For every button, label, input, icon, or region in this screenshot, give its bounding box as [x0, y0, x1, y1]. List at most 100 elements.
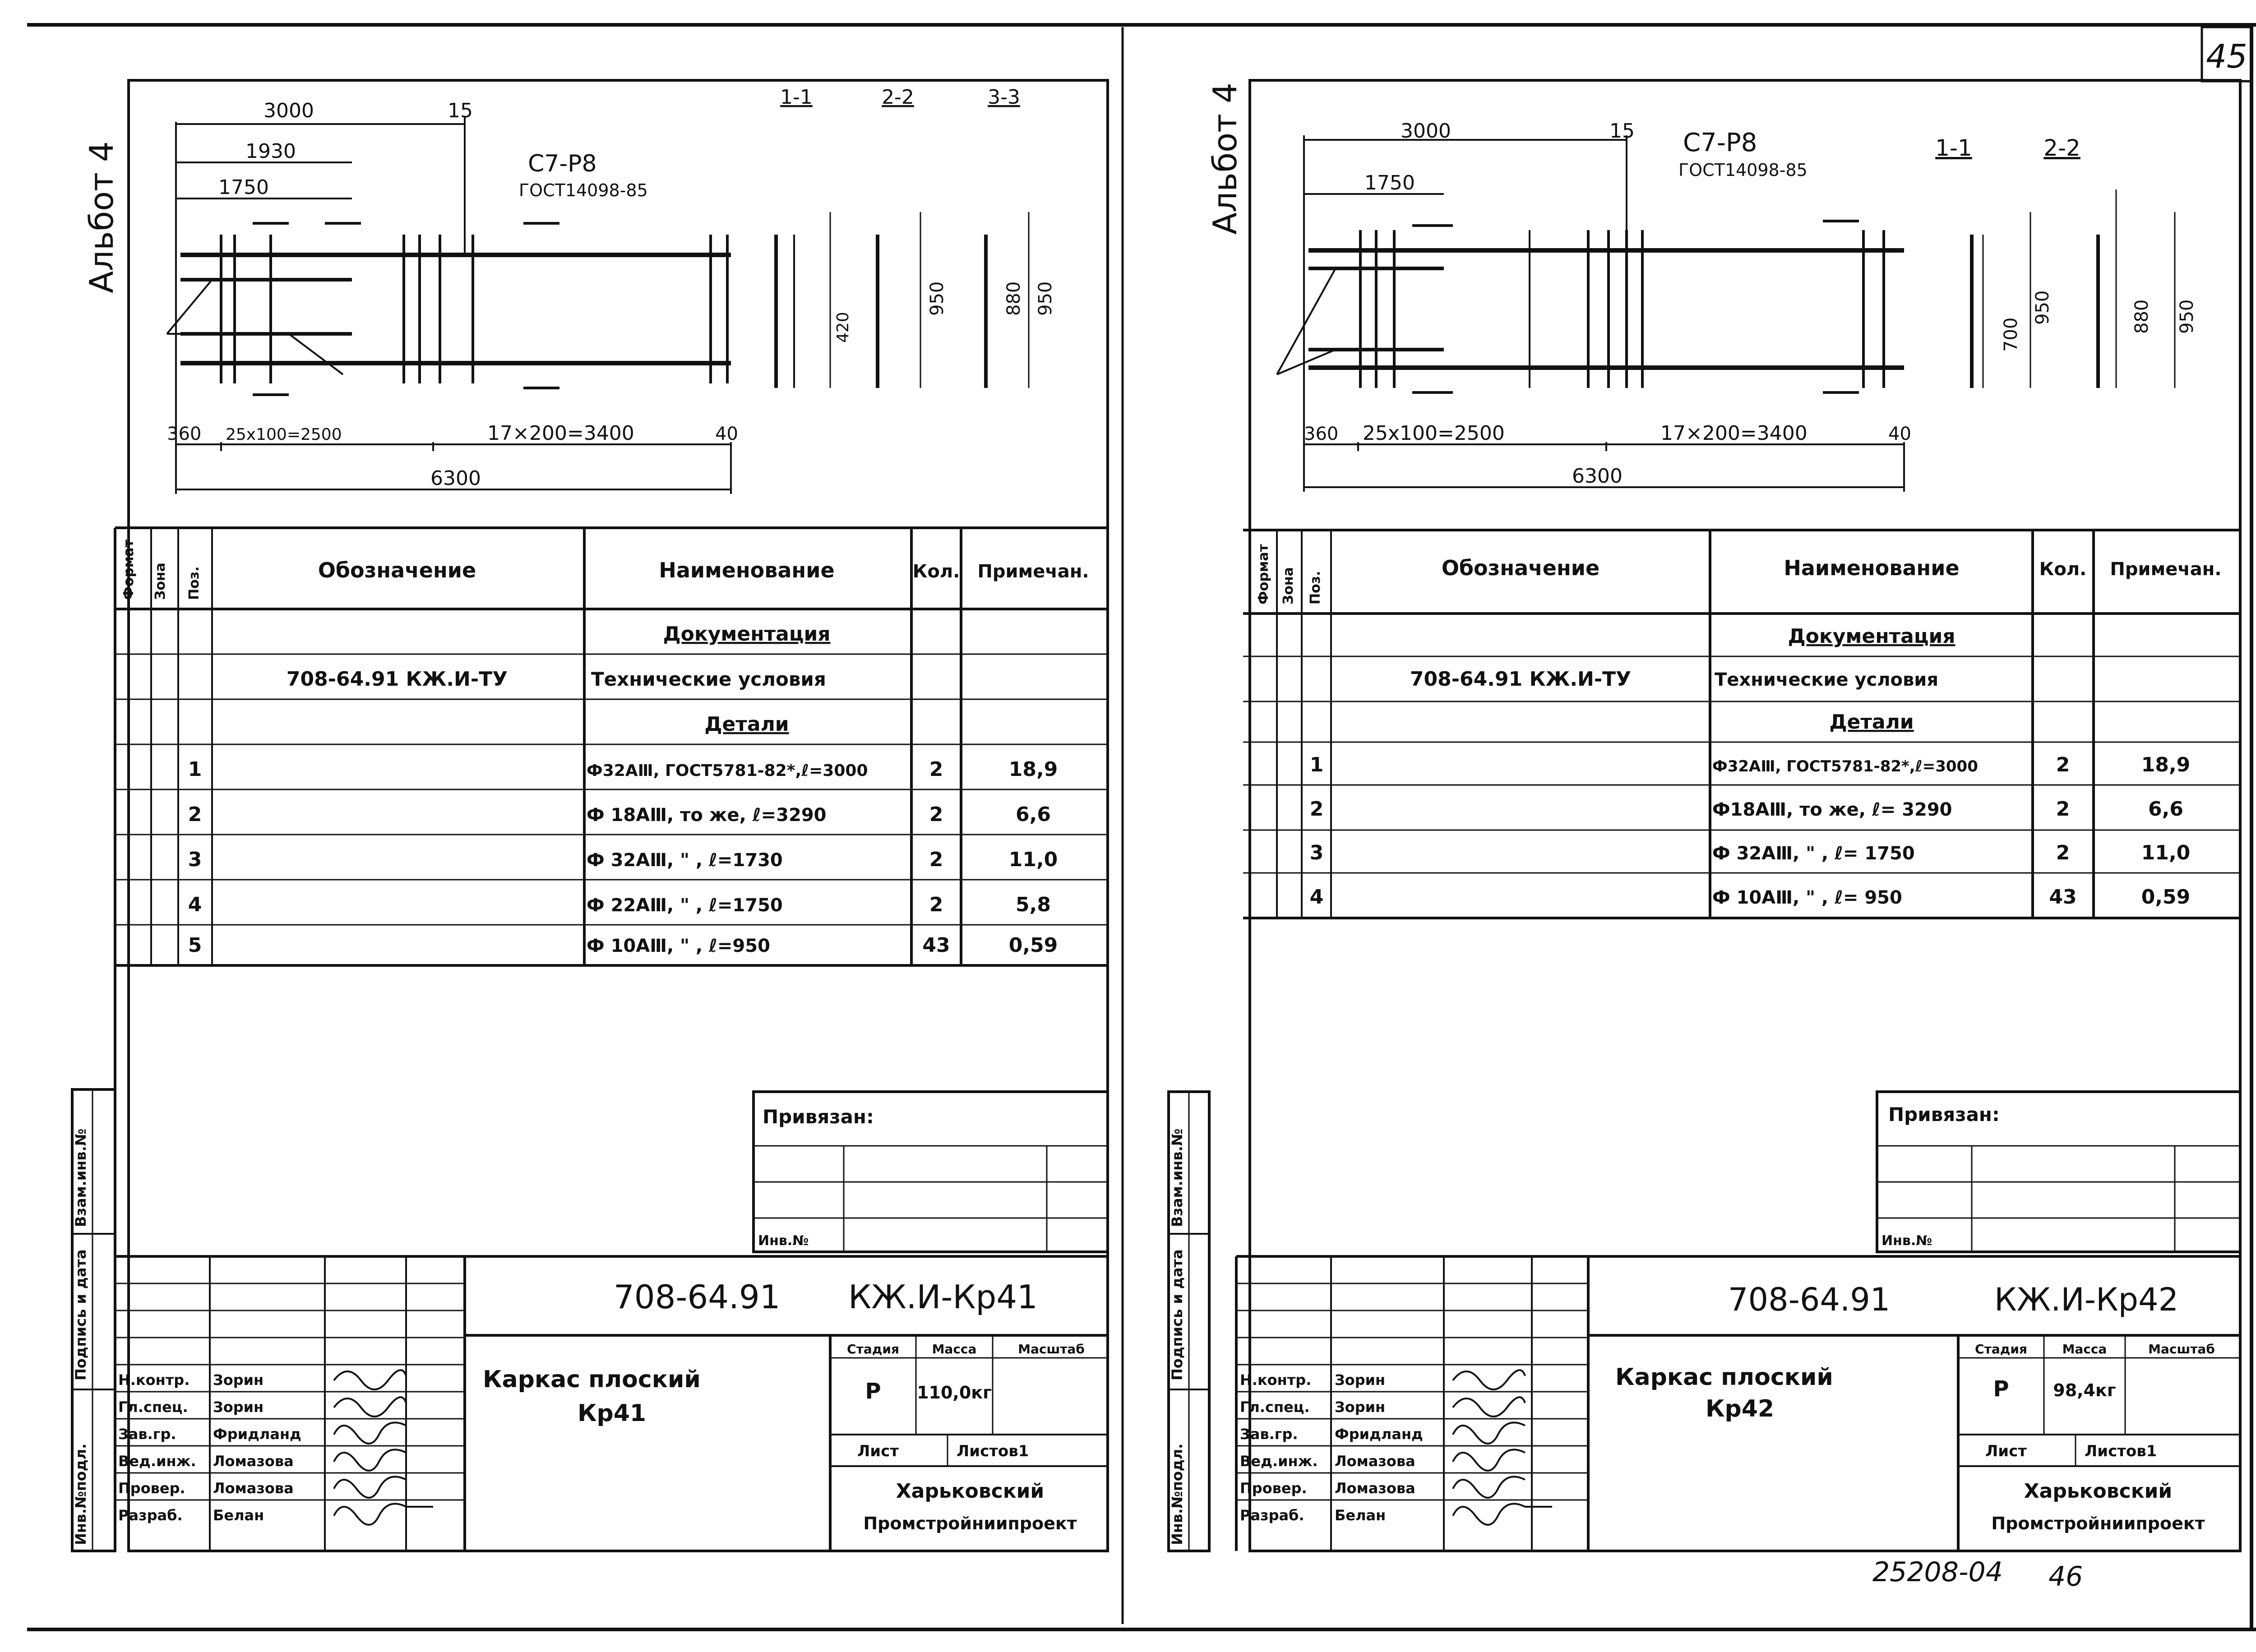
binding-block: [752, 1090, 1109, 1253]
doc-code: 708-64.91: [614, 1278, 781, 1316]
col-zone: Зона: [1281, 567, 1296, 605]
signature-scribbles: [1452, 1369, 1552, 1526]
org-line2: Промстройниипроект: [863, 1514, 1077, 1533]
album-label: Альбот 4: [83, 141, 120, 293]
sec-880: 880: [2131, 300, 2152, 334]
signer-row: Н.контр. Зорин: [1240, 1371, 1385, 1389]
spec-row: 4 Ф 22АⅢ, " , ℓ=1750 2 5,8: [188, 893, 1051, 916]
sheet-title: Каркас плоский: [1615, 1364, 1833, 1391]
signer-role: Зав.гр.: [118, 1426, 176, 1443]
signer-role: Разраб.: [118, 1507, 183, 1524]
sheet-label: Лист: [857, 1442, 899, 1460]
right-sheet: Альбот 4: [1167, 79, 2242, 1552]
mass-label: Масса: [932, 1342, 977, 1357]
dim-15: 15: [448, 99, 473, 122]
side-label: Взам.инв.№: [72, 1129, 89, 1227]
row-qty: 2: [929, 758, 943, 781]
dim-1750: 1750: [1364, 171, 1415, 194]
row-designation: 708-64.91 КЖ.И-ТУ: [287, 668, 508, 691]
signer-role: Провер.: [118, 1480, 185, 1497]
dim-15: 15: [1609, 120, 1635, 143]
row-name: Ф 32АⅢ, " , ℓ=1730: [587, 850, 783, 871]
sec-420: 420: [834, 312, 852, 343]
dim-40: 40: [1888, 424, 1911, 444]
row-name: Технические условия: [1715, 669, 1938, 690]
signer-role: Гл.спец.: [1240, 1398, 1310, 1416]
weld-label: C7-P8: [1683, 128, 1757, 157]
spec-row: 4 Ф 10АⅢ, " , ℓ= 950 43 0,59: [1310, 886, 2191, 909]
spec-row: 2 Ф 18АⅢ, то же, ℓ=3290 2 6,6: [188, 803, 1051, 826]
sec-700: 700: [2001, 318, 2021, 352]
dim-total: 6300: [1572, 465, 1623, 488]
left-sheet: Альбот 4: [71, 79, 1109, 1552]
spec-row: Документация: [663, 623, 830, 646]
row-note: 18,9: [2141, 753, 2191, 776]
row-pos: 3: [1310, 841, 1324, 864]
side-stamp: [1167, 1090, 1211, 1552]
sec-950: 950: [1035, 281, 1056, 316]
dim-360: 360: [1304, 424, 1338, 444]
sheet-title: Каркас плоский: [483, 1366, 701, 1393]
row-note: 0,59: [2141, 886, 2191, 909]
stage-label: Стадия: [847, 1342, 899, 1357]
spec-row: 708-64.91 КЖ.И-ТУ Технические условия: [1410, 668, 1938, 691]
signer-name: Зорин: [1335, 1398, 1385, 1416]
doc-mark: КЖ.И-Кр41: [848, 1278, 1038, 1316]
row-name: Документация: [1788, 625, 1955, 648]
dim-pitch-left: 25x100=2500: [1363, 422, 1505, 445]
row-qty: 2: [929, 893, 943, 916]
signer-role: Вед.инж.: [1240, 1453, 1318, 1470]
side-label: Инв.№подл.: [72, 1444, 89, 1545]
row-note: 6,6: [1016, 803, 1051, 826]
org-line1: Харьковский: [896, 1480, 1044, 1503]
album-label: Альбот 4: [1206, 83, 1244, 235]
signer-row: Зав.гр. Фридланд: [1240, 1426, 1423, 1443]
row-name: Детали: [704, 713, 789, 736]
side-stamp: [71, 1088, 116, 1552]
spec-row: 3 Ф 32АⅢ, " , ℓ=1730 2 11,0: [188, 848, 1058, 871]
spec-table: [1243, 529, 2240, 919]
spec-row: 5 Ф 10АⅢ, " , ℓ=950 43 0,59: [188, 934, 1058, 957]
dim-pitch-right: 17×200=3400: [487, 422, 634, 445]
signature-scribbles: [333, 1369, 433, 1526]
row-name: Ф 10АⅢ, " , ℓ= 950: [1712, 887, 1902, 908]
row-name: Ф32АⅢ, ГОСТ5781-82*,ℓ=3000: [587, 761, 868, 780]
spec-row: 708-64.91 КЖ.И-ТУ Технические условия: [287, 668, 826, 691]
signer-row: Разраб. Белан: [1240, 1507, 1386, 1524]
row-pos: 3: [188, 848, 202, 871]
inv-label: Инв.№: [1882, 1233, 1932, 1249]
scale-label: Масштаб: [2148, 1342, 2215, 1357]
row-note: 11,0: [2141, 841, 2191, 864]
org-line1: Харьковский: [2024, 1480, 2172, 1503]
org-line2: Промстройниипроект: [1991, 1514, 2205, 1533]
signer-name: Зорин: [213, 1398, 264, 1416]
rebar-cage-drawing: [166, 117, 1030, 494]
row-name: Детали: [1829, 711, 1914, 734]
row-note: 11,0: [1009, 848, 1058, 871]
col-designation: Обозначение: [318, 558, 476, 582]
sheets-label: Листов1: [957, 1442, 1029, 1460]
dim-1750: 1750: [218, 176, 269, 199]
col-designation: Обозначение: [1442, 556, 1600, 580]
title-block: [1235, 1255, 2240, 1551]
row-qty: 2: [929, 848, 943, 871]
row-pos: 4: [1310, 886, 1324, 909]
row-note: 6,6: [2148, 798, 2183, 821]
row-name: Ф32АⅢ, ГОСТ5781-82*,ℓ=3000: [1712, 757, 1978, 775]
row-pos: 4: [188, 893, 202, 916]
inv-label: Инв.№: [758, 1233, 809, 1249]
weld-label: C7-P8: [528, 150, 597, 177]
col-name: Наименование: [1784, 556, 1959, 580]
row-qty: 43: [2049, 886, 2076, 909]
doc-code: 708-64.91: [1728, 1281, 1890, 1318]
signer-row: Вед.инж. Ломазова: [1240, 1453, 1415, 1470]
row-qty: 2: [929, 803, 943, 826]
side-label: Подпись и дата: [1169, 1249, 1186, 1380]
sheet-title-mark: Кр42: [1706, 1395, 1774, 1422]
row-qty: 2: [2056, 753, 2070, 776]
signer-name: Ломазова: [1335, 1480, 1415, 1497]
row-pos: 2: [1310, 798, 1324, 821]
signer-name: Белан: [213, 1507, 264, 1524]
row-qty: 2: [2056, 798, 2070, 821]
